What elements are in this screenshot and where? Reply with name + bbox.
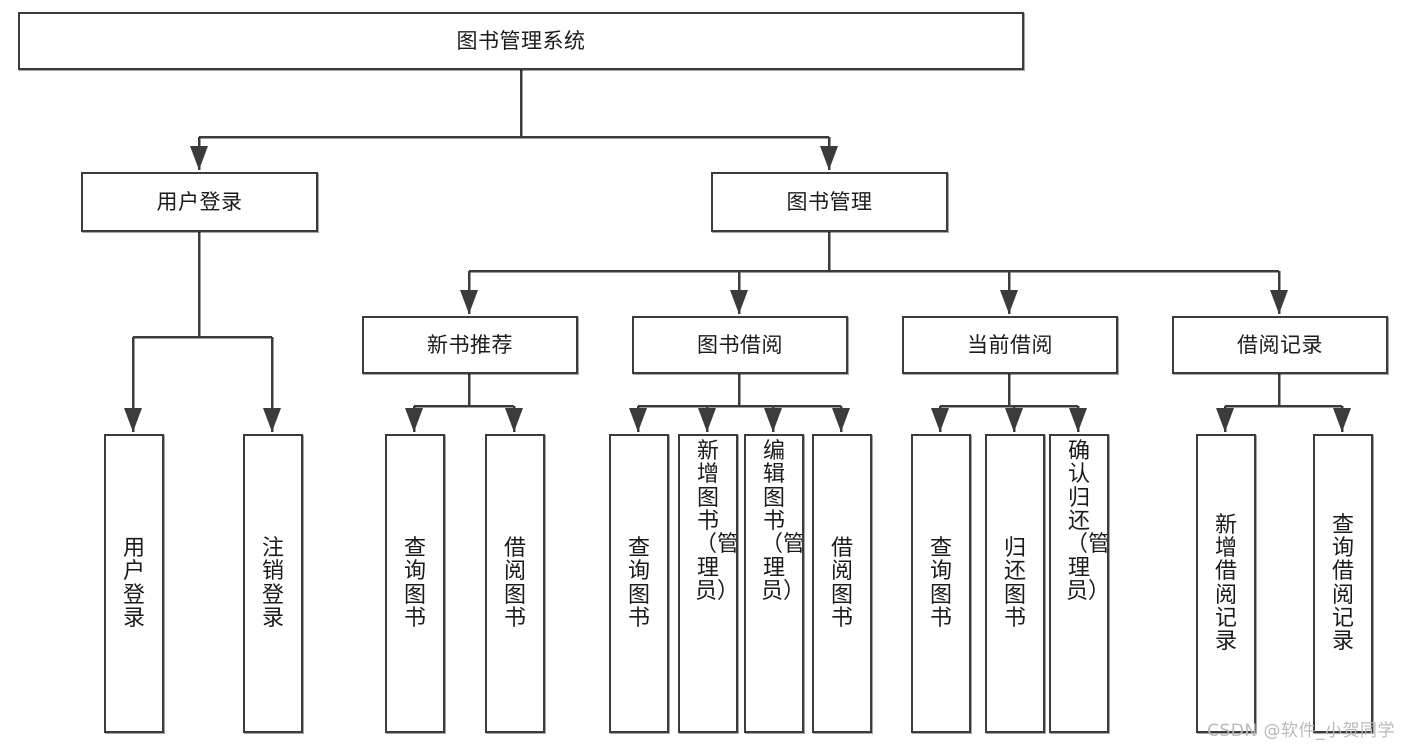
node-book-borrow-label: 图书借阅 bbox=[697, 332, 783, 357]
node-leaf-add-borrow-record-label: 新增借阅记录 bbox=[1214, 512, 1237, 655]
node-leaf-return-book-label: 归还图书 bbox=[1003, 535, 1026, 631]
node-leaf-confirm-return-admin[interactable]: 确认归还（管理员） bbox=[1049, 434, 1109, 733]
node-leaf-user-login-label: 用户登录 bbox=[122, 535, 145, 631]
node-root[interactable]: 图书管理系统 bbox=[18, 12, 1024, 70]
node-leaf-edit-book-admin-label: 编辑图书（管理员） bbox=[761, 439, 804, 604]
node-leaf-confirm-return-admin-label: 确认归还（管理员） bbox=[1066, 439, 1109, 604]
watermark-label: CSDN @软件_小贺同学 bbox=[1207, 721, 1395, 741]
node-leaf-user-login[interactable]: 用户登录 bbox=[104, 434, 164, 733]
node-leaf-borrow-book[interactable]: 借阅图书 bbox=[812, 434, 872, 733]
node-leaf-edit-book-admin[interactable]: 编辑图书（管理员） bbox=[744, 434, 804, 733]
node-leaf-query-book-borrow[interactable]: 查询图书 bbox=[609, 434, 669, 733]
node-leaf-add-book-admin[interactable]: 新增图书（管理员） bbox=[678, 434, 738, 733]
node-leaf-query-book-current[interactable]: 查询图书 bbox=[911, 434, 971, 733]
node-leaf-user-logout-label: 注销登录 bbox=[261, 535, 284, 631]
node-new-book-recommend-label: 新书推荐 bbox=[427, 332, 513, 357]
node-leaf-query-book-borrow-label: 查询图书 bbox=[627, 535, 650, 631]
node-new-book-recommend[interactable]: 新书推荐 bbox=[362, 316, 578, 374]
node-leaf-user-logout[interactable]: 注销登录 bbox=[243, 434, 303, 733]
node-leaf-query-book-current-label: 查询图书 bbox=[929, 535, 952, 631]
node-borrow-record[interactable]: 借阅记录 bbox=[1172, 316, 1388, 374]
node-borrow-record-label: 借阅记录 bbox=[1237, 332, 1323, 357]
node-user-login-label: 用户登录 bbox=[156, 189, 243, 214]
node-leaf-return-book[interactable]: 归还图书 bbox=[985, 434, 1045, 733]
node-leaf-query-book-new-label: 查询图书 bbox=[403, 535, 426, 631]
node-current-borrow-label: 当前借阅 bbox=[967, 332, 1053, 357]
node-user-login[interactable]: 用户登录 bbox=[81, 172, 318, 232]
node-root-label: 图书管理系统 bbox=[456, 28, 586, 53]
node-leaf-add-borrow-record[interactable]: 新增借阅记录 bbox=[1196, 434, 1256, 733]
node-leaf-query-borrow-record-label: 查询借阅记录 bbox=[1331, 512, 1354, 655]
node-leaf-borrow-book-new-label: 借阅图书 bbox=[503, 535, 526, 631]
node-leaf-query-book-new[interactable]: 查询图书 bbox=[385, 434, 445, 733]
node-leaf-add-book-admin-label: 新增图书（管理员） bbox=[695, 439, 738, 604]
node-leaf-borrow-book-label: 借阅图书 bbox=[830, 535, 853, 631]
node-book-manage[interactable]: 图书管理 bbox=[711, 172, 948, 232]
node-current-borrow[interactable]: 当前借阅 bbox=[902, 316, 1118, 374]
node-book-borrow[interactable]: 图书借阅 bbox=[632, 316, 848, 374]
node-leaf-query-borrow-record[interactable]: 查询借阅记录 bbox=[1313, 434, 1373, 733]
node-book-manage-label: 图书管理 bbox=[786, 189, 873, 214]
node-leaf-borrow-book-new[interactable]: 借阅图书 bbox=[485, 434, 545, 733]
